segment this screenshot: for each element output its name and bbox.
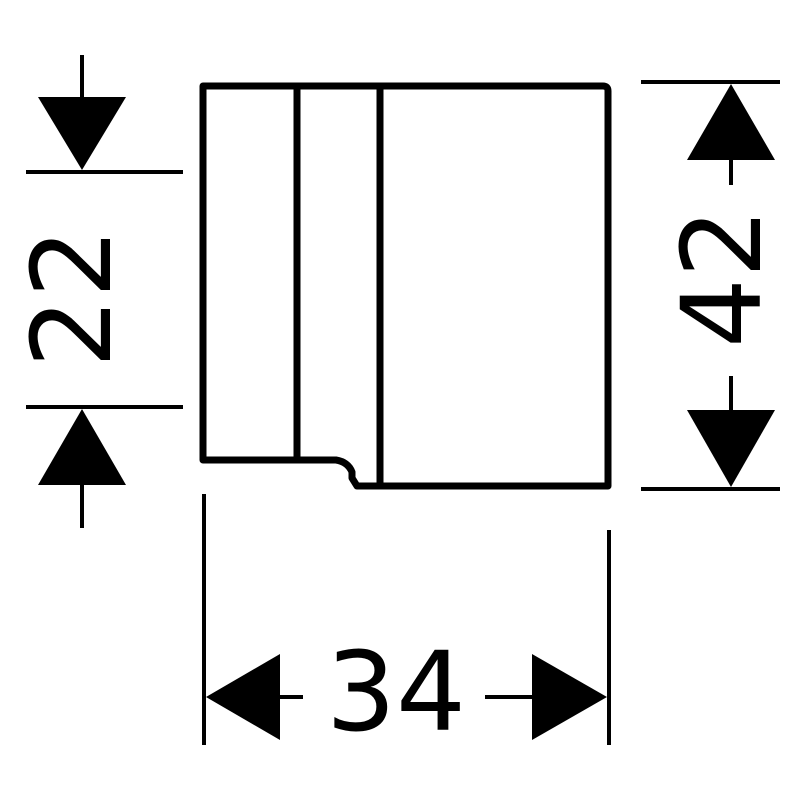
right-arrow-up-icon <box>687 84 775 160</box>
right-dimension: 42 <box>641 80 786 491</box>
bottom-dimension: 34 <box>202 494 611 756</box>
left-arrow-down-icon <box>38 97 126 170</box>
bottom-dimension-label: 34 <box>326 628 466 756</box>
right-arrow-down-icon <box>687 410 775 487</box>
left-dimension: 22 <box>8 55 183 528</box>
left-arrow-up-icon <box>38 409 126 485</box>
body-outline <box>199 82 612 490</box>
bottom-arrow-right-icon <box>532 654 607 740</box>
left-dimension-label: 22 <box>8 228 136 368</box>
product-outline <box>199 82 612 490</box>
bottom-arrow-left-icon <box>206 654 280 740</box>
right-dimension-label: 42 <box>658 208 786 348</box>
